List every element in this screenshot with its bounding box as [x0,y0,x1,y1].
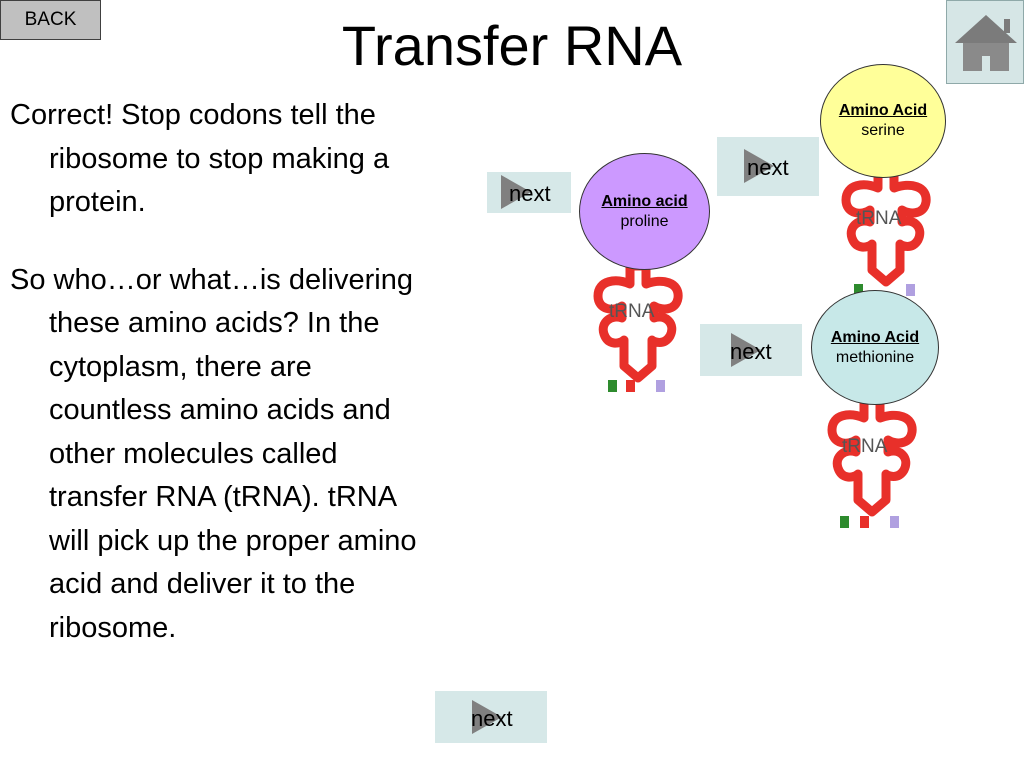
back-button[interactable]: BACK [0,0,101,40]
amino-acid-name: proline [620,212,669,230]
paragraph-correct: Correct! Stop codons tell the ribosome t… [10,99,390,218]
amino-acid-name: methionine [835,348,915,366]
paragraph-explanation: So who…or what…is delivering these amino… [10,263,417,644]
trna-proline: tRNA [593,262,683,392]
trna-serine: tRNA [841,166,931,296]
next-label: next [730,339,772,364]
body-text: Correct! Stop codons tell the ribosome t… [10,94,422,684]
trna-methionine: tRNA [827,396,917,528]
next-label: next [747,155,789,180]
next-button-bottom[interactable]: next [435,691,547,743]
next-button-proline[interactable]: next [487,172,571,213]
next-label: next [509,181,551,206]
amino-acid-heading: Amino acid [601,192,688,210]
home-button[interactable] [946,0,1024,84]
amino-acid-name: serine [861,122,905,139]
next-label: next [471,706,513,731]
trna-label: tRNA [842,436,888,457]
next-button-serine[interactable]: next [717,137,819,196]
play-icon [501,175,531,209]
home-icon [955,15,1017,71]
play-icon [472,700,502,734]
amino-acid-heading: Amino Acid [838,102,928,119]
trna-label: tRNA [609,301,655,322]
trna-label: tRNA [856,208,902,229]
next-button-methionine[interactable]: next [700,324,802,376]
play-icon [744,149,774,183]
amino-acid-proline[interactable]: Amino acid proline [579,153,710,270]
page-title: Transfer RNA [341,14,683,77]
amino-acid-methionine[interactable]: Amino Acid methionine [811,290,939,405]
amino-acid-heading: Amino Acid [830,328,920,346]
play-icon [731,333,761,367]
amino-acid-serine[interactable]: Amino Acid serine [820,64,946,178]
